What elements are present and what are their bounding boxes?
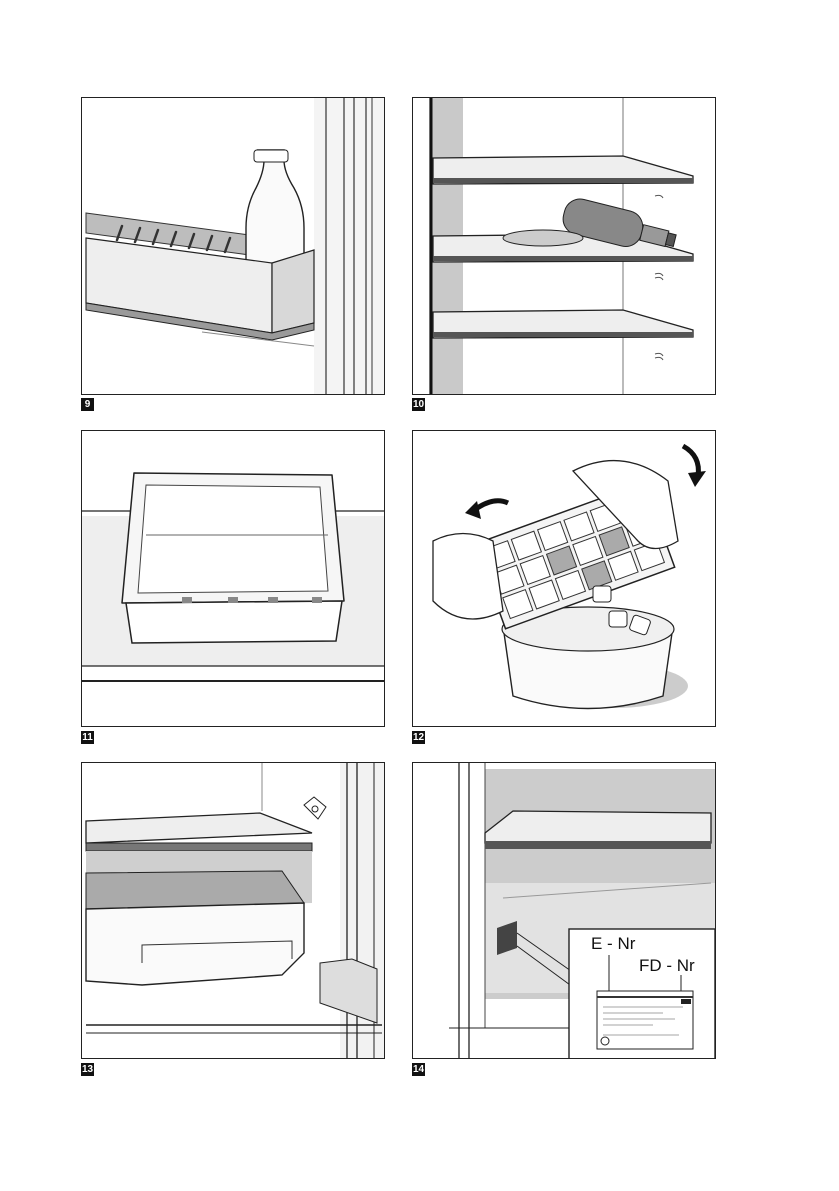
figure-9-door-shelf xyxy=(81,97,385,395)
fd-nr-label: FD - Nr xyxy=(639,956,695,975)
e-nr-label: E - Nr xyxy=(591,934,636,953)
figure-10-number: 10 xyxy=(412,398,425,411)
figure-11-container xyxy=(81,430,385,727)
figure-10-shelves xyxy=(412,97,716,395)
figure-13-drawer xyxy=(81,762,385,1059)
figure-9-number: 9 xyxy=(81,398,94,411)
figure-14-number: 14 xyxy=(412,1063,425,1076)
figure-12-number: 12 xyxy=(412,731,425,744)
figure-14-rating-plate: E - Nr FD - Nr xyxy=(412,762,716,1059)
figure-13-number: 13 xyxy=(81,1063,94,1076)
figure-11-number: 11 xyxy=(81,731,94,744)
figure-12-ice-tray xyxy=(412,430,716,727)
